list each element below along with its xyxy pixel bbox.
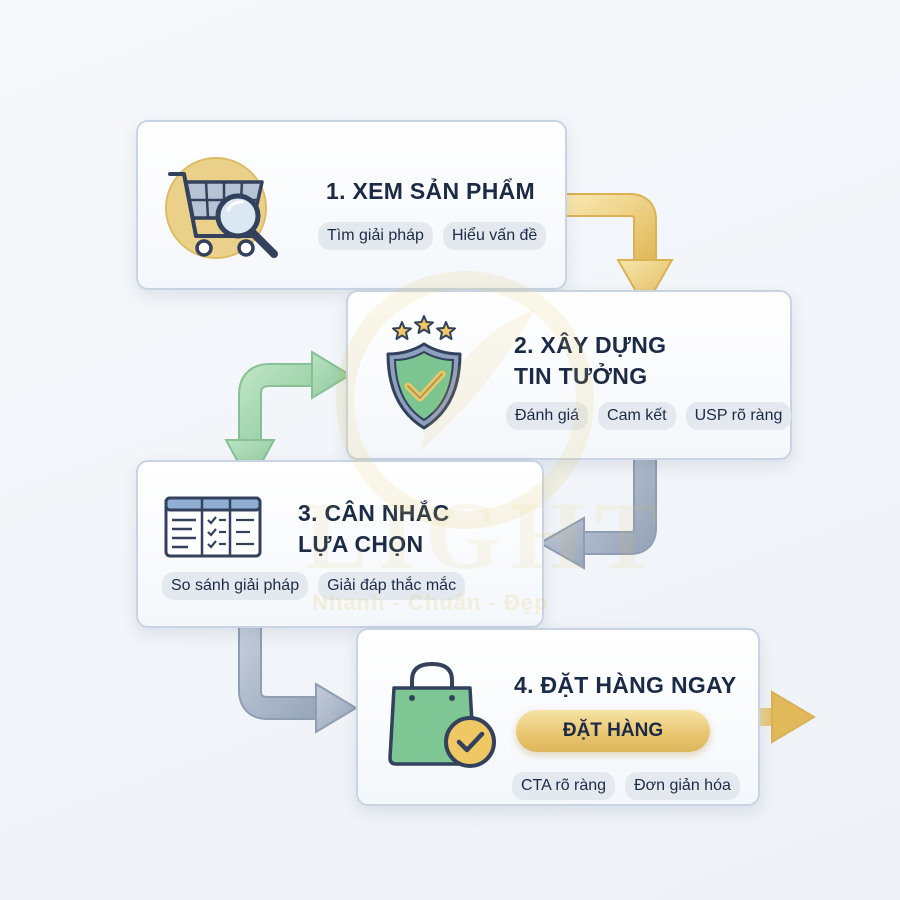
arrow-step2-to-step3-return <box>537 455 657 570</box>
step-2-tags: Đánh giá Cam kết USP rõ ràng <box>506 402 792 430</box>
arrow-step1-to-step2 <box>565 193 674 310</box>
tag: Đơn giản hóa <box>625 772 740 800</box>
step-2-title-line-1: 2. XÂY DỰNG <box>514 332 667 358</box>
comparison-table-icon <box>164 496 262 558</box>
shopping-cart-search-icon <box>162 152 282 272</box>
tag: Đánh giá <box>506 402 589 430</box>
step-3-title: 3. CÂN NHẮC LỰA CHỌN <box>298 498 450 560</box>
step-4-tags: CTA rõ ràng Đơn giản hóa <box>512 772 740 800</box>
step-3-title-line-2: LỰA CHỌN <box>298 531 424 557</box>
step-2-card: 2. XÂY DỰNG TIN TƯỞNG Đánh giá Cam kết U… <box>346 290 792 460</box>
step-2-title-line-2: TIN TƯỞNG <box>514 363 648 389</box>
step-1-tags: Tìm giải pháp Hiểu vấn đề <box>318 222 547 250</box>
shield-check-stars-icon <box>382 314 466 432</box>
tag: USP rõ ràng <box>685 402 792 430</box>
step-1-title: 1. XEM SẢN PHẨM <box>326 178 535 204</box>
step-4-card: 4. ĐẶT HÀNG NGAY ĐẶT HÀNG CTA rõ ràng Đơ… <box>356 628 760 806</box>
tag: Cam kết <box>598 402 676 430</box>
order-now-button[interactable]: ĐẶT HÀNG <box>516 710 710 752</box>
tag: So sánh giải pháp <box>162 572 309 600</box>
tag: Tìm giải pháp <box>318 222 433 250</box>
tag: Hiểu vấn đề <box>442 222 547 250</box>
step-3-tags: So sánh giải pháp Giải đáp thắc mắc <box>162 572 466 600</box>
step-1-card: 1. XEM SẢN PHẨM Tìm giải pháp Hiểu vấn đ… <box>136 120 567 290</box>
step-2-title: 2. XÂY DỰNG TIN TƯỞNG <box>514 330 666 392</box>
step-3-title-line-1: 3. CÂN NHẮC <box>298 500 450 526</box>
arrow-step2-to-step3 <box>224 350 352 487</box>
tag: CTA rõ ràng <box>512 772 616 800</box>
step-3-card: 3. CÂN NHẮC LỰA CHỌN So sánh giải pháp G… <box>136 460 544 628</box>
tag: Giải đáp thắc mắc <box>318 572 466 600</box>
shopping-bag-check-icon <box>388 661 500 770</box>
arrow-step3-to-step4 <box>238 626 358 734</box>
step-4-title: 4. ĐẶT HÀNG NGAY <box>514 672 737 698</box>
